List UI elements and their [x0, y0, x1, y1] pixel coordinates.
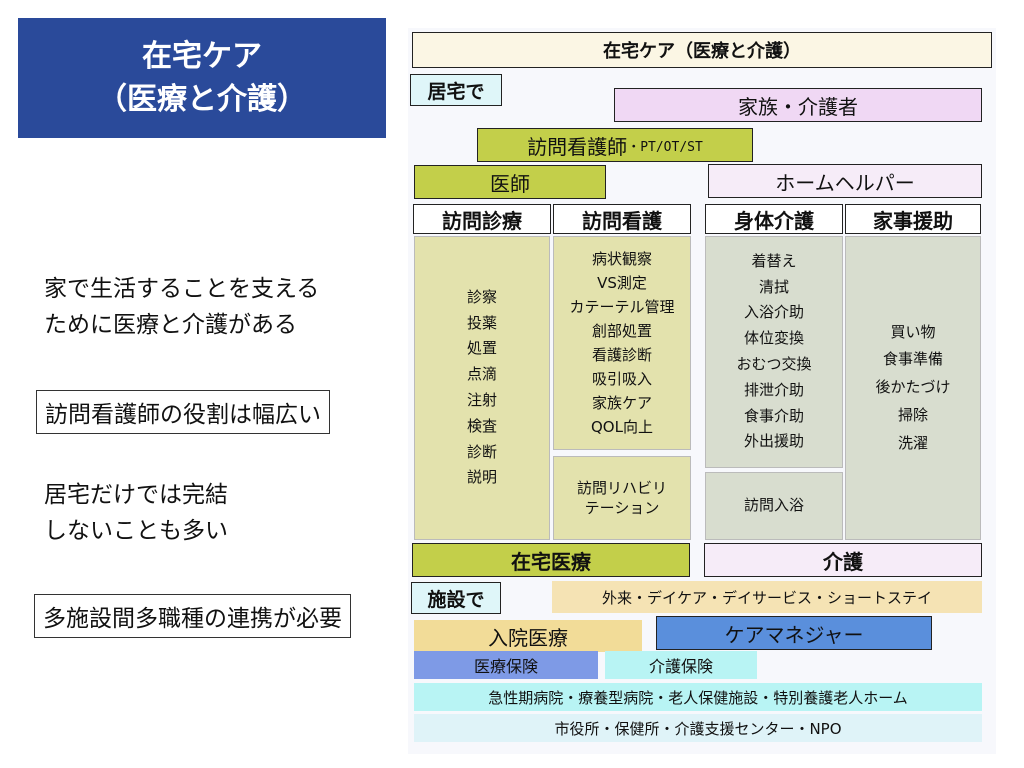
- list-item: 食事準備: [882, 350, 943, 369]
- at-facility-label: 施設で: [411, 582, 501, 614]
- note-home-incomplete: 居宅だけでは完結 しないことも多い: [44, 478, 228, 549]
- note-nurse-role: 訪問看護師の役割は幅広い: [36, 390, 330, 434]
- visiting-nurse-label: 訪問看護師: [527, 134, 628, 159]
- physical-care-header: 身体介護: [705, 204, 843, 234]
- list-item: 着替え: [751, 251, 797, 270]
- visiting-rehab-line1: 訪問リハビリ: [576, 478, 667, 497]
- housework-header: 家事援助: [845, 204, 981, 234]
- home-helper-box: ホームヘルパー: [708, 164, 982, 198]
- list-item: 後かたづけ: [875, 378, 951, 397]
- list-item: 清拭: [758, 277, 789, 296]
- therapists-label: ・PT/OT/ST: [627, 139, 703, 155]
- note-support-line1: 家で生活することを支える: [44, 276, 320, 302]
- list-item: 説明: [466, 468, 497, 487]
- home-visit-medical-header: 訪問診療: [413, 204, 551, 234]
- visiting-rehab-box: 訪問リハビリ テーション: [553, 456, 691, 540]
- list-item: カテーテル管理: [569, 298, 675, 316]
- list-item: 体位変換: [743, 329, 804, 348]
- list-item: 検査: [466, 416, 497, 435]
- list-item: 診察: [466, 287, 497, 306]
- list-item: 入浴介助: [743, 303, 804, 322]
- care-box: 介護: [704, 543, 982, 577]
- family-caregiver-box: 家族・介護者: [614, 88, 982, 122]
- note-support-line2: ために医療と介護がある: [44, 311, 297, 338]
- list-item: 洗濯: [897, 433, 928, 452]
- diagram-header: 在宅ケア（医療と介護）: [412, 32, 992, 68]
- facilities-box: 急性期病院・療養型病院・老人保健施設・特別養護老人ホーム: [414, 683, 982, 711]
- list-item: おむつ交換: [736, 355, 812, 373]
- list-item: 家族ケア: [591, 394, 652, 412]
- note-support: 家で生活することを支える ために医療と介護がある: [44, 272, 319, 343]
- list-item: 排泄介助: [743, 380, 804, 399]
- list-item: 投薬: [466, 313, 497, 332]
- list-item: 処置: [466, 339, 497, 358]
- list-item: VS測定: [597, 274, 647, 292]
- list-item: 外出援助: [743, 432, 804, 451]
- list-item: 吸引吸入: [591, 370, 652, 388]
- list-item: 診断: [466, 442, 497, 461]
- housework-list: 買い物 食事準備 後かたづけ 掃除 洗濯: [845, 236, 981, 540]
- title-line1: 在宅ケア: [142, 38, 262, 74]
- public-orgs-box: 市役所・保健所・介護支援センター・NPO: [414, 714, 982, 742]
- at-home-label: 居宅で: [410, 74, 502, 106]
- title-box: 在宅ケア （医療と介護）: [18, 18, 386, 138]
- note-home-incomplete-line1: 居宅だけでは完結: [44, 482, 228, 508]
- home-visit-medical-list: 診察 投薬 処置 点滴 注射 検査 診断 説明: [414, 236, 550, 540]
- note-home-incomplete-line2: しないことも多い: [44, 517, 228, 544]
- list-item: 注射: [466, 391, 497, 409]
- list-item: 創部処置: [591, 322, 652, 340]
- list-item: 掃除: [897, 405, 928, 424]
- list-item: 看護診断: [591, 346, 652, 364]
- list-item: QOL向上: [591, 418, 653, 436]
- home-visit-nursing-list: 病状観察 VS測定 カテーテル管理 創部処置 看護診断 吸引吸入 家族ケア QO…: [553, 236, 691, 450]
- note-cooperation: 多施設間多職種の連携が必要: [34, 594, 351, 638]
- medical-insurance-box: 医療保険: [414, 651, 598, 679]
- doctor-box: 医師: [414, 165, 606, 199]
- list-item: 食事介助: [743, 406, 804, 425]
- day-services-box: 外来・デイケア・デイサービス・ショートステイ: [552, 581, 982, 613]
- list-item: 点滴: [466, 365, 497, 384]
- visiting-bathing-box: 訪問入浴: [705, 472, 843, 540]
- home-medical-box: 在宅医療: [412, 543, 690, 577]
- visiting-nurse-box: 訪問看護師 ・PT/OT/ST: [477, 128, 753, 162]
- visiting-rehab-line2: テーション: [584, 499, 660, 517]
- care-manager-box: ケアマネジャー: [656, 616, 932, 650]
- home-visit-nursing-header: 訪問看護: [553, 204, 691, 234]
- list-item: 買い物: [890, 322, 936, 341]
- title-line2: （医療と介護）: [97, 82, 307, 117]
- hospital-care-box: 入院医療: [414, 620, 642, 652]
- list-item: 病状観察: [591, 250, 652, 268]
- care-insurance-box: 介護保険: [605, 651, 757, 679]
- physical-care-list: 着替え 清拭 入浴介助 体位変換 おむつ交換 排泄介助 食事介助 外出援助: [705, 236, 843, 468]
